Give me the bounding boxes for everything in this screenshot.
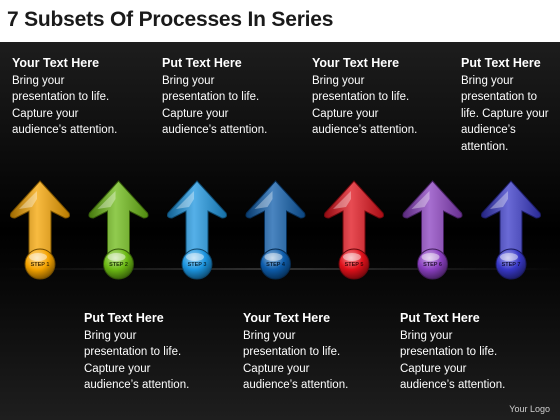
circle-highlight [186,253,204,261]
arrow-highlight [333,191,351,209]
text-body: Bring your presentation to life. Capture… [400,330,506,392]
step-arrow-2: STEP 2 [88,180,149,280]
text-heading: Your Text Here [312,56,400,70]
arrow-shape [88,180,149,259]
top-text-block-3: Your Text Here Bring your presentation t… [312,56,430,139]
step-label: STEP 5 [345,262,364,268]
step-circle [103,248,134,280]
arrow-shape [324,180,384,259]
step-circle [417,248,448,280]
bottom-text-block-3: Put Text Here Bring your presentation to… [400,311,518,394]
top-text-block-1: Your Text Here Bring your presentation t… [12,56,130,139]
step-arrow-4: STEP 4 [245,180,306,280]
step-label: STEP 6 [423,262,442,268]
step-circle [260,248,291,280]
step-circle [338,248,370,280]
text-heading: Your Text Here [243,311,331,325]
text-body: Bring your presentation to life. Capture… [162,75,268,137]
circle-highlight [500,253,518,261]
step-arrow-6: STEP 6 [402,180,463,280]
arrow-highlight [411,191,430,209]
logo-placeholder: Your Logo [509,404,550,414]
step-circle [181,248,213,280]
arrow-highlight [19,191,37,209]
arrow-shape [10,180,70,259]
step-label: STEP 7 [502,262,521,268]
circle-highlight [107,253,126,261]
text-heading: Put Text Here [461,56,541,70]
arrow-shape [167,180,227,259]
bottom-text-block-1: Put Text Here Bring your presentation to… [84,311,202,394]
bottom-text-block-2: Your Text Here Bring your presentation t… [243,311,361,394]
top-text-block-4: Put Text Here Bring your presentation to… [461,56,557,155]
circle-highlight [264,253,283,261]
step-label: STEP 1 [31,262,50,268]
text-body: Bring your presentation to life. Capture… [312,75,418,137]
slide-title: 7 Subsets Of Processes In Series [7,8,334,31]
step-arrow-5: STEP 5 [324,180,384,280]
arrow-shape [245,180,306,259]
text-heading: Your Text Here [12,56,100,70]
arrow-highlight [97,191,116,209]
arrow-highlight [254,191,273,209]
arrow-highlight [490,191,508,209]
circle-highlight [29,253,47,261]
step-label: STEP 3 [188,262,207,268]
text-body: Bring your presentation to life. Capture… [461,75,549,153]
text-heading: Put Text Here [84,311,164,325]
text-heading: Put Text Here [162,56,242,70]
text-body: Bring your presentation to life. Capture… [84,330,190,392]
step-arrow-7: STEP 7 [481,180,541,280]
step-label: STEP 4 [266,262,286,268]
text-heading: Put Text Here [400,311,480,325]
title-bar: 7 Subsets Of Processes In Series [0,0,560,42]
step-circle [24,248,56,280]
arrow-shape [402,180,463,259]
text-body: Bring your presentation to life. Capture… [12,75,118,137]
text-body: Bring your presentation to life. Capture… [243,330,349,392]
step-label: STEP 2 [109,262,128,268]
arrow-shape [481,180,541,259]
arrow-highlight [176,191,194,209]
step-circle [495,248,527,280]
circle-highlight [343,253,361,261]
step-arrow-1: STEP 1 [10,180,70,280]
circle-highlight [421,253,440,261]
step-arrow-3: STEP 3 [167,180,227,280]
top-text-block-2: Put Text Here Bring your presentation to… [162,56,280,139]
